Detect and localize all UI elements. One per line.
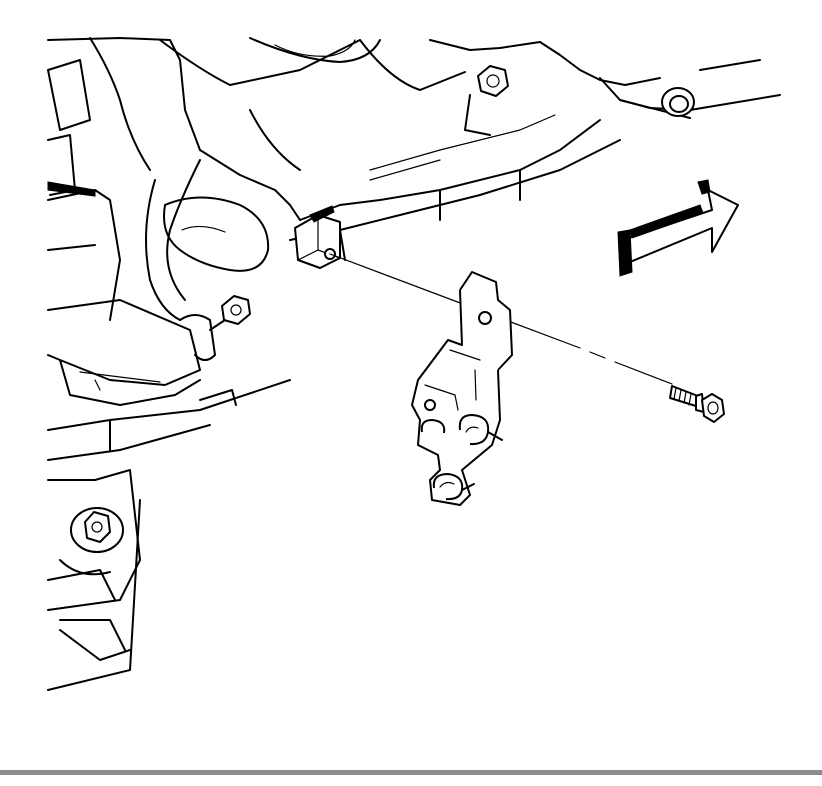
front-direction-arrow [617,179,739,277]
bracket-bolt [669,385,725,423]
mounting-boss [294,205,341,269]
wiring-harness-bracket [411,271,513,506]
left-bolt-head [221,295,251,325]
footer-rule [0,770,822,775]
engine-block-housing [47,37,781,691]
top-bolt-head [477,65,509,97]
bolt-centerline [329,253,673,385]
